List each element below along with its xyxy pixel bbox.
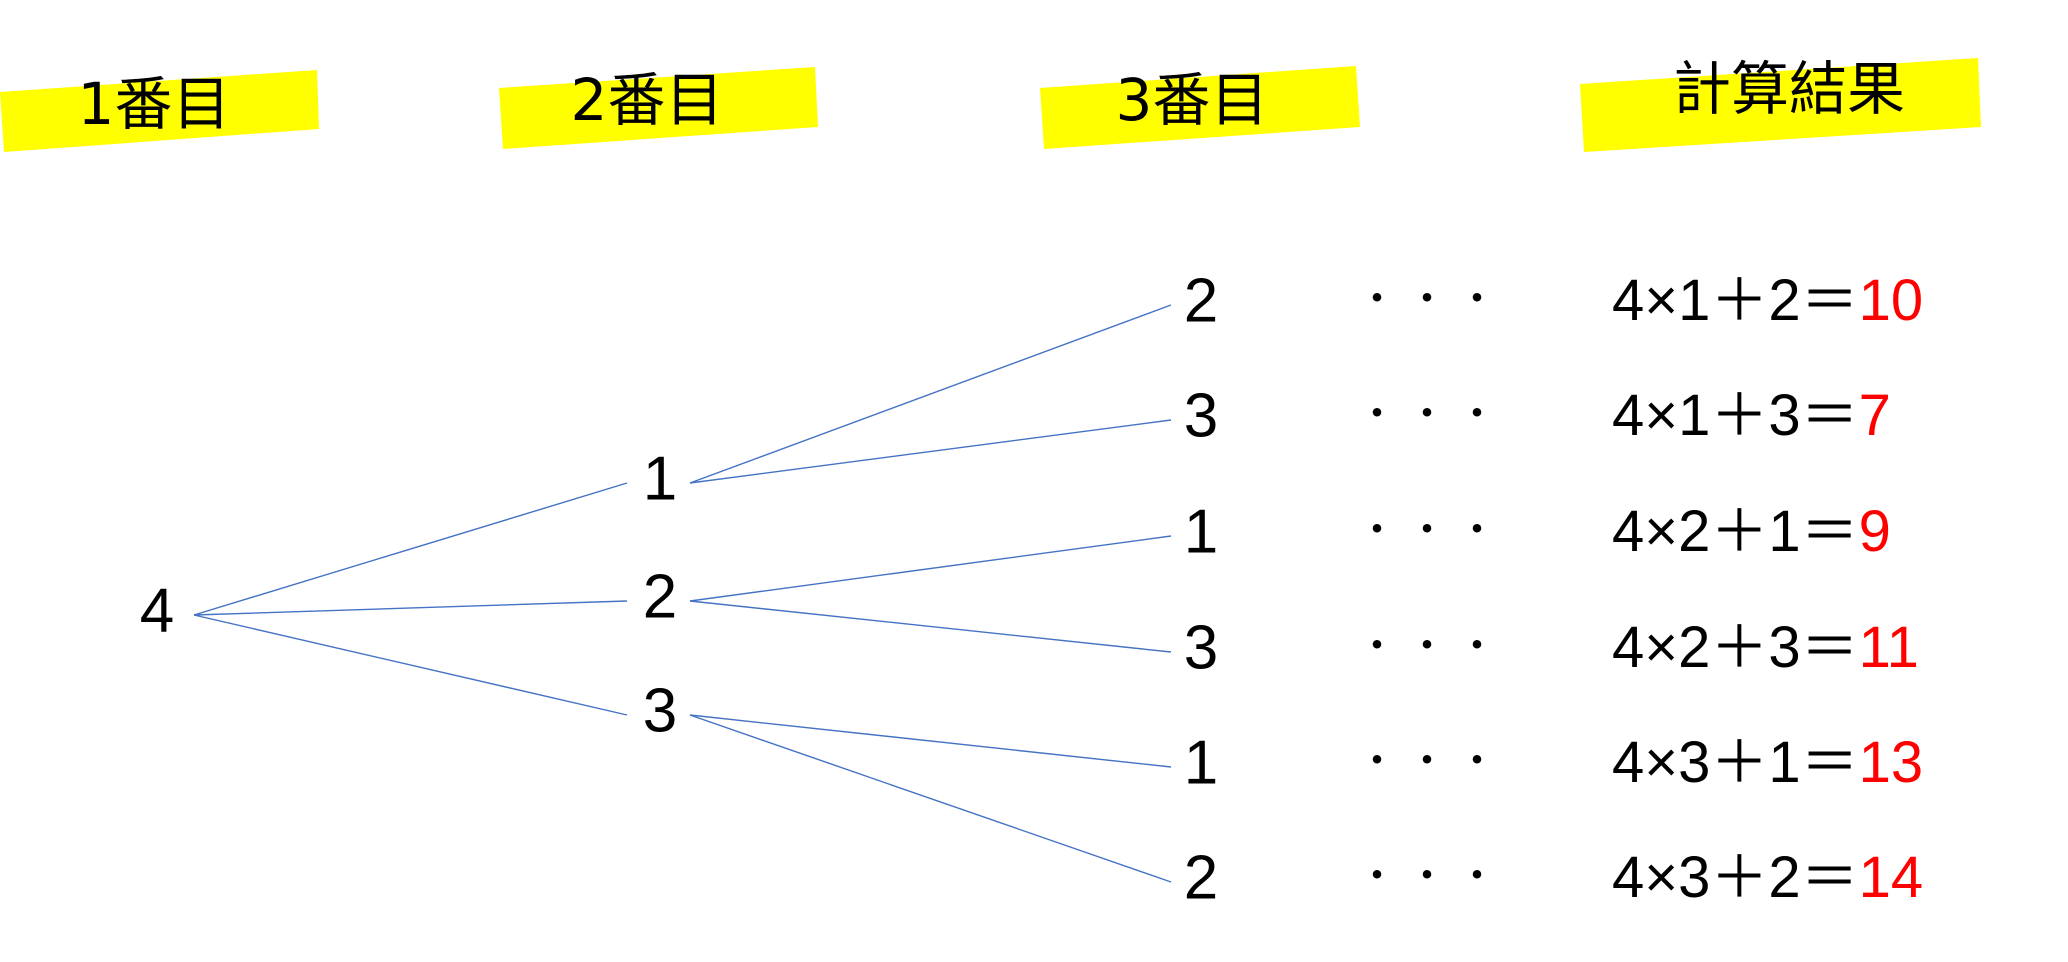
tree-branch-line xyxy=(689,419,1172,484)
separator-dots: ・・・ xyxy=(1357,391,1507,437)
level3-node: 1 xyxy=(1184,728,1218,797)
equation-expression: 4×3＋2＝ xyxy=(1612,845,1859,910)
separator-dots: ・・・ xyxy=(1357,853,1507,899)
equation-result: 11 xyxy=(1859,615,1919,680)
separator-dots: ・・・ xyxy=(1357,738,1507,784)
equation-result: 14 xyxy=(1859,845,1924,910)
level3-node: 1 xyxy=(1184,497,1218,566)
equation: 4×1＋2＝10 xyxy=(1612,268,1923,333)
equation-expression: 4×3＋1＝ xyxy=(1612,730,1859,795)
equation-result: 13 xyxy=(1859,730,1924,795)
tree-branch-line xyxy=(689,600,1172,653)
level2-node: 3 xyxy=(643,676,677,745)
separator-dots: ・・・ xyxy=(1357,507,1507,553)
tree-branch-line xyxy=(689,304,1172,484)
equation-expression: 4×1＋3＝ xyxy=(1612,383,1859,448)
level2-node: 1 xyxy=(643,444,677,513)
level2-node: 2 xyxy=(643,562,677,631)
header-highlight xyxy=(499,67,818,149)
column-header: 3番目 xyxy=(1116,66,1269,134)
column-header: 1番目 xyxy=(78,70,231,138)
level3-node: 3 xyxy=(1184,381,1218,450)
tree-branch-line xyxy=(193,600,628,616)
equation: 4×2＋3＝11 xyxy=(1612,615,1919,680)
tree-branch-line xyxy=(689,535,1172,602)
equation-expression: 4×2＋1＝ xyxy=(1612,499,1859,564)
separator-dots: ・・・ xyxy=(1357,276,1507,322)
column-header: 計算結果 xyxy=(1673,55,1905,123)
level3-node: 3 xyxy=(1184,613,1218,682)
equation-expression: 4×1＋2＝ xyxy=(1612,268,1859,333)
equation: 4×2＋1＝9 xyxy=(1612,499,1891,564)
separator-dots: ・・・ xyxy=(1357,623,1507,669)
level3-node: 2 xyxy=(1184,843,1218,912)
equation-result: 7 xyxy=(1859,383,1891,448)
equation: 4×3＋1＝13 xyxy=(1612,730,1923,795)
root-node: 4 xyxy=(140,576,174,645)
equation: 4×3＋2＝14 xyxy=(1612,845,1923,910)
column-header: 2番目 xyxy=(571,66,724,134)
tree-branch-line xyxy=(689,714,1172,768)
header-highlight xyxy=(0,70,319,152)
equation: 4×1＋3＝7 xyxy=(1612,383,1891,448)
tree-branch-line xyxy=(193,482,628,616)
equation-result: 9 xyxy=(1859,499,1891,564)
equation-expression: 4×2＋3＝ xyxy=(1612,615,1859,680)
tree-branch-line xyxy=(193,614,628,716)
tree-branch-line xyxy=(689,714,1172,883)
header-highlight xyxy=(1580,58,1981,152)
equation-result: 10 xyxy=(1859,268,1924,333)
header-highlight xyxy=(1040,66,1360,149)
level3-node: 2 xyxy=(1184,266,1218,335)
